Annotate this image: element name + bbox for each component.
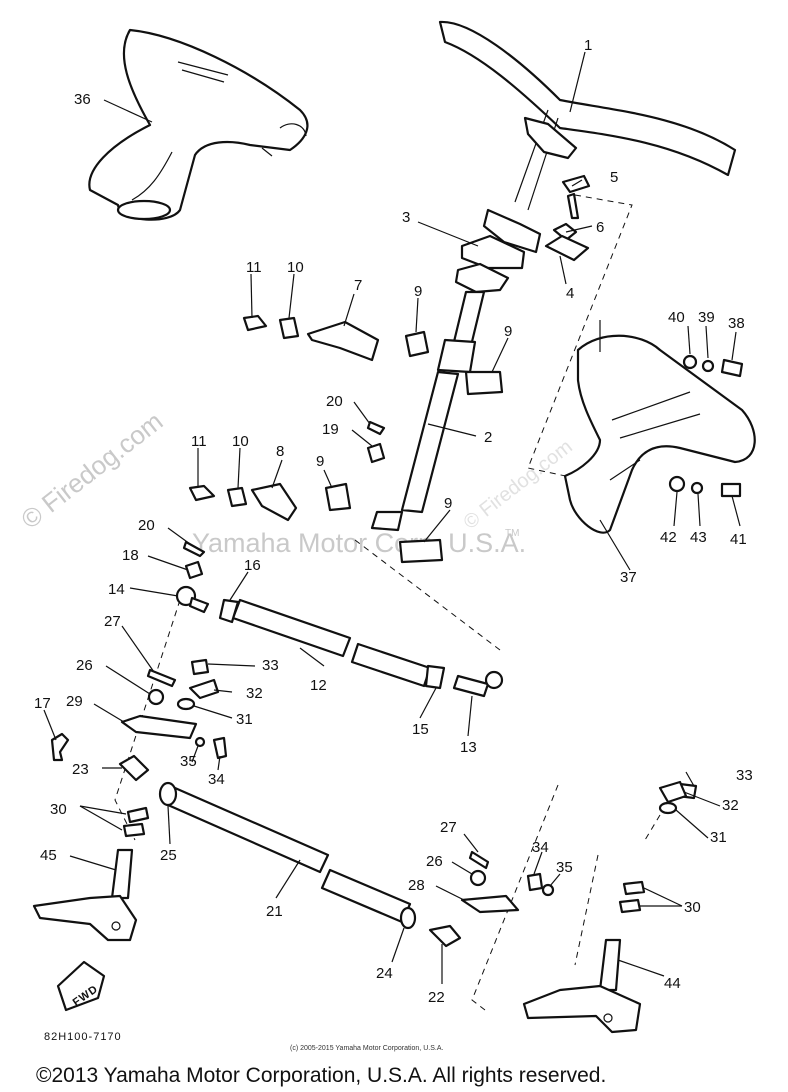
- callout-29: 29: [66, 693, 83, 710]
- callout-38: 38: [728, 315, 745, 332]
- guide-lines: [114, 194, 661, 1011]
- bushing-parts: [324, 330, 504, 564]
- upper-tie-rod-part: [218, 598, 504, 698]
- callout-41: 41: [730, 531, 747, 548]
- lower-tie-rod-part: [158, 781, 417, 930]
- callout-10b: 10: [232, 433, 249, 450]
- part-number: 82H100-7170: [44, 1031, 122, 1043]
- callout-32b: 32: [722, 797, 739, 814]
- callout-22: 22: [428, 989, 445, 1006]
- callout-12: 12: [310, 677, 327, 694]
- ball-joint-parts: [175, 585, 210, 614]
- callout-45: 45: [40, 847, 57, 864]
- clamp-hardware-parts: [544, 174, 591, 262]
- callout-34b: 34: [532, 839, 549, 856]
- callout-2: 2: [484, 429, 492, 446]
- panel-hardware-parts: [668, 354, 744, 498]
- callout-44: 44: [664, 975, 681, 992]
- callout-7: 7: [354, 277, 362, 294]
- steering-cover-part: [88, 28, 309, 221]
- callout-26b: 26: [426, 853, 443, 870]
- callout-9d: 9: [444, 495, 452, 512]
- callout-5: 5: [610, 169, 618, 186]
- callout-26a: 26: [76, 657, 93, 674]
- callout-6: 6: [596, 219, 604, 236]
- callout-13: 13: [460, 739, 477, 756]
- callout-20b: 20: [138, 517, 155, 534]
- callout-9b: 9: [504, 323, 512, 340]
- callout-11a: 11: [246, 259, 262, 276]
- callout-labels: 1 2 3 4 5 6 7 8 9 9 9 9 10 10 11 11 12 1…: [34, 37, 753, 1006]
- right-spindle-part: [522, 938, 642, 1034]
- callout-33a: 33: [262, 657, 279, 674]
- callout-16: 16: [244, 557, 261, 574]
- callout-21: 21: [266, 903, 283, 920]
- callout-4: 4: [566, 285, 574, 302]
- callout-35a: 35: [180, 753, 197, 770]
- callout-24: 24: [376, 965, 393, 982]
- left-spindle-part: [32, 848, 138, 942]
- left-washer-parts: [122, 806, 150, 838]
- callout-17: 17: [34, 695, 51, 712]
- handlebar-part: [438, 20, 737, 254]
- callout-19: 19: [322, 421, 339, 438]
- callout-27a: 27: [104, 613, 121, 630]
- callout-20a: 20: [326, 393, 343, 410]
- callout-34a: 34: [208, 771, 225, 788]
- callout-9c: 9: [316, 453, 324, 470]
- callout-33b: 33: [736, 767, 753, 784]
- callout-15: 15: [412, 721, 429, 738]
- callout-32a: 32: [246, 685, 263, 702]
- callout-31b: 31: [710, 829, 727, 846]
- pin-parts: [182, 420, 386, 580]
- bracket-parts: [188, 314, 380, 522]
- callout-31a: 31: [236, 711, 253, 728]
- callout-1: 1: [584, 37, 592, 54]
- callout-39: 39: [698, 309, 715, 326]
- callout-40: 40: [668, 309, 685, 326]
- callout-8: 8: [276, 443, 284, 460]
- callout-30b: 30: [684, 899, 701, 916]
- watermark-firedog-faint: © Firedog.com: [460, 436, 577, 534]
- dash-panel-part: [563, 334, 756, 534]
- left-linkage-parts: [50, 658, 228, 782]
- callout-9a: 9: [414, 283, 422, 300]
- callout-28: 28: [408, 877, 425, 894]
- callout-42: 42: [660, 529, 677, 546]
- callout-3: 3: [402, 209, 410, 226]
- watermark-firedog: © Firedog.com: [15, 406, 168, 535]
- watermark-tm: TM: [505, 528, 519, 539]
- callout-25: 25: [160, 847, 177, 864]
- right-linkage-parts: [428, 780, 698, 948]
- footer-copyright: ©2013 Yamaha Motor Corporation, U.S.A. A…: [36, 1064, 606, 1087]
- callout-36: 36: [74, 91, 91, 108]
- callout-10a: 10: [287, 259, 304, 276]
- steering-column-part: [370, 234, 526, 532]
- callout-43: 43: [690, 529, 707, 546]
- callout-30a: 30: [50, 801, 67, 818]
- callout-35b: 35: [556, 859, 573, 876]
- callout-27b: 27: [440, 819, 457, 836]
- leader-lines: [43, 51, 741, 984]
- forward-arrow-icon: FWD: [56, 960, 106, 1012]
- small-copyright: (c) 2005-2015 Yamaha Motor Corporation, …: [290, 1045, 443, 1052]
- callout-23: 23: [72, 761, 89, 778]
- callout-37: 37: [620, 569, 637, 586]
- callout-14: 14: [108, 581, 125, 598]
- callout-18: 18: [122, 547, 139, 564]
- callout-11b: 11: [191, 433, 207, 450]
